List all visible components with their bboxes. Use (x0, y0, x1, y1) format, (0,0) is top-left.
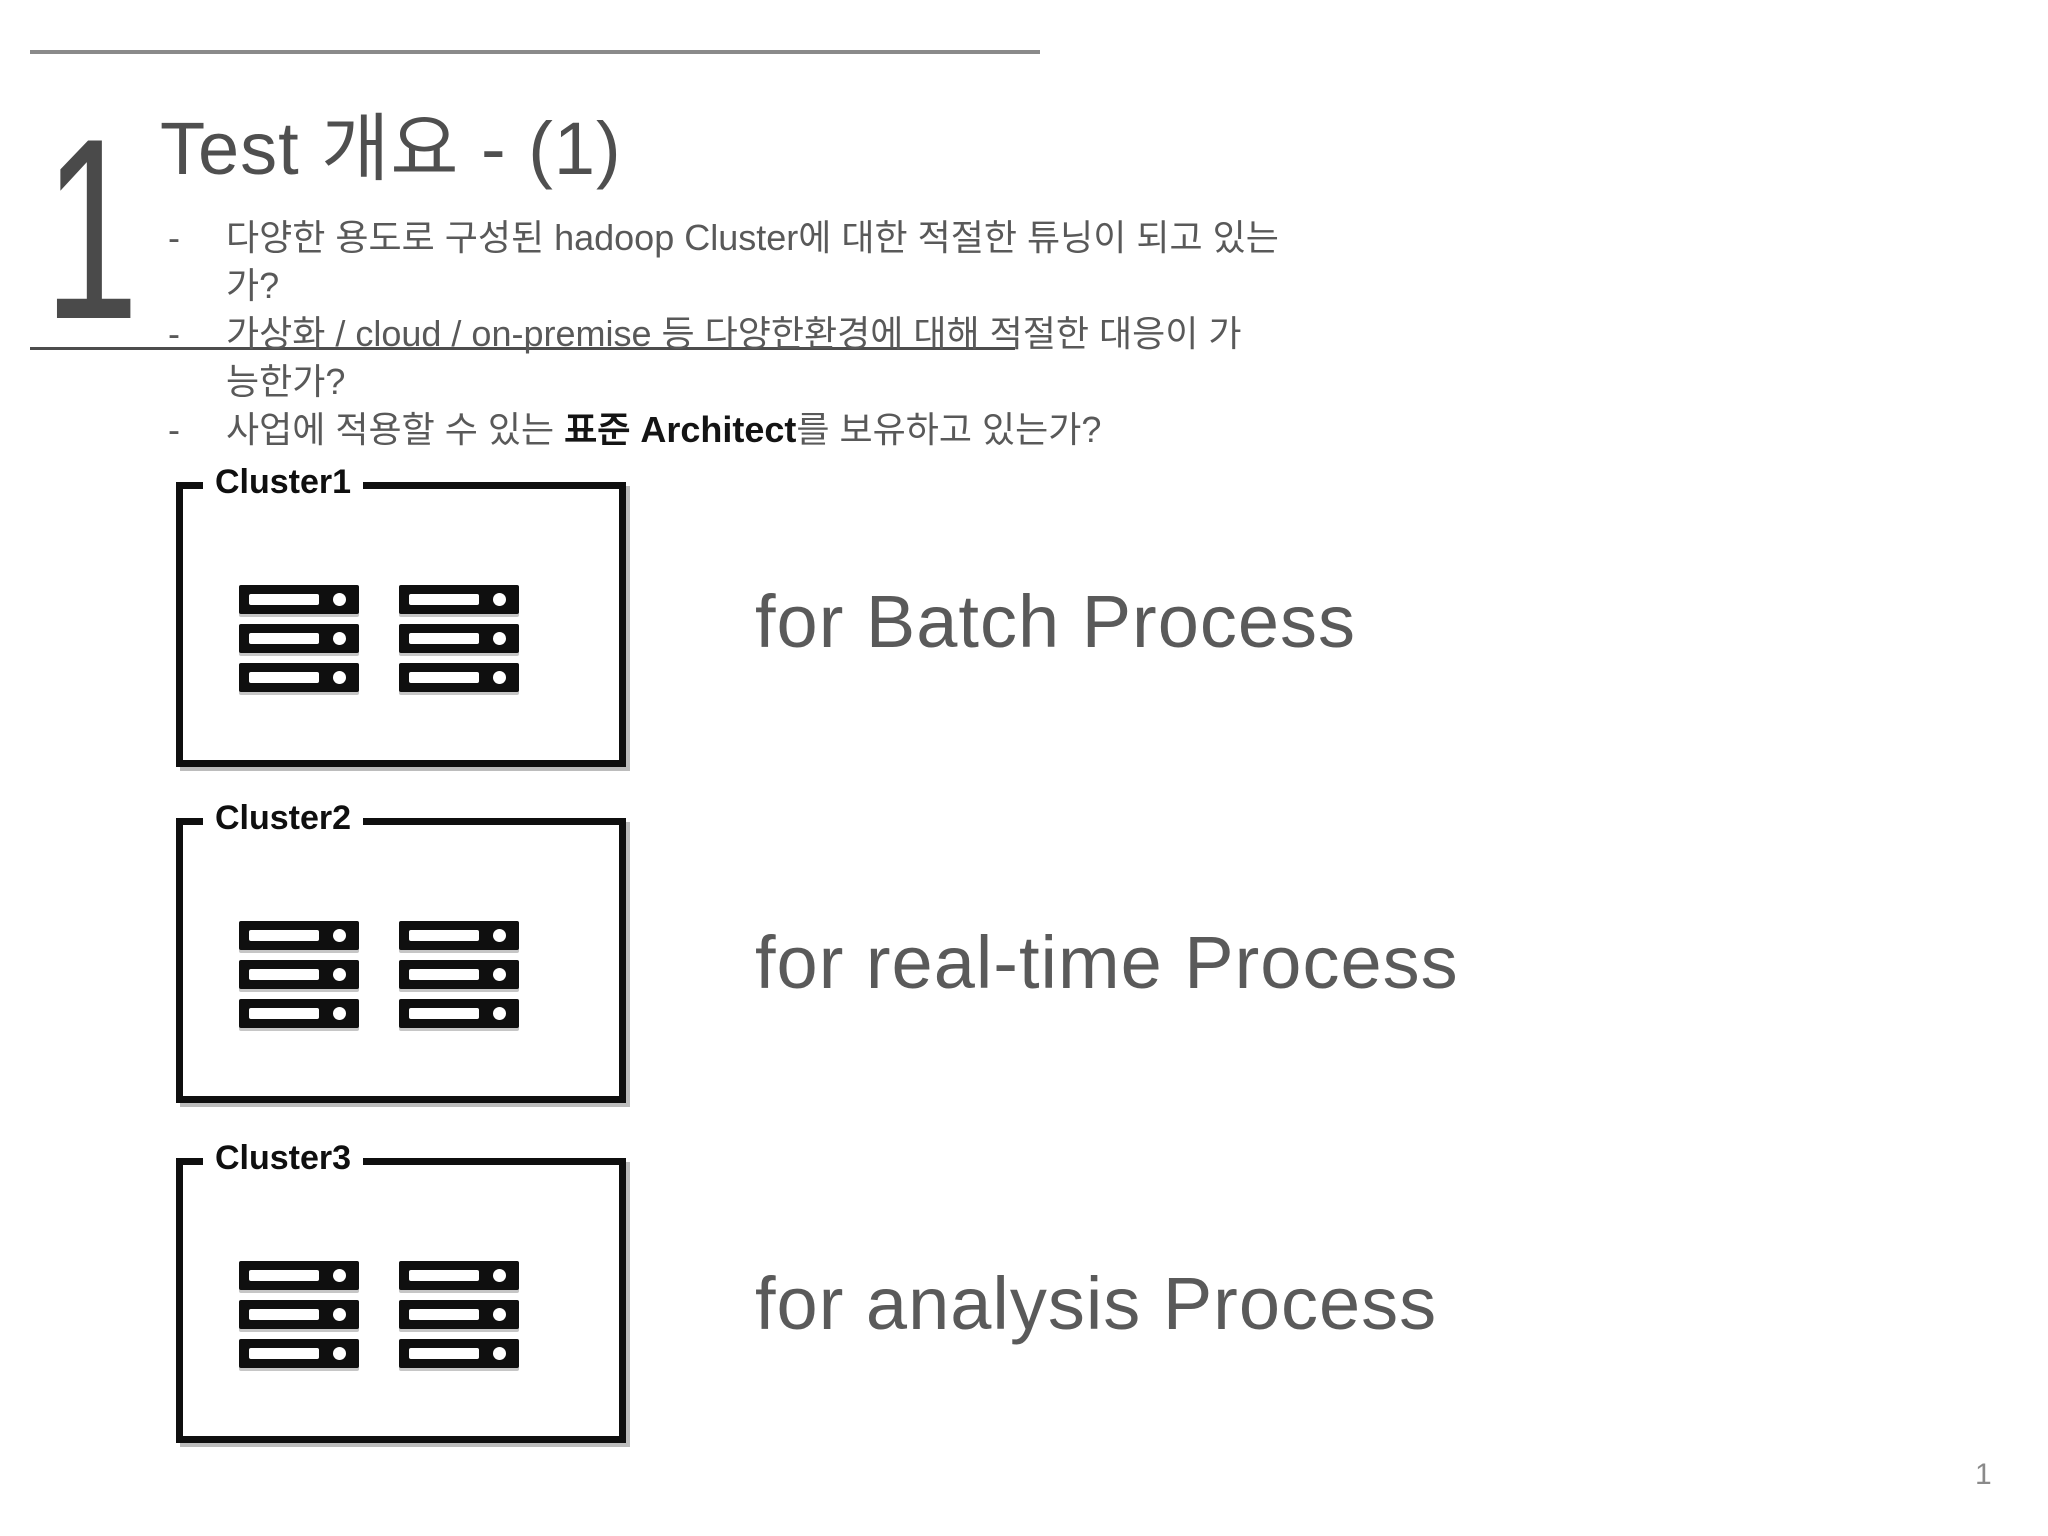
server-icon (399, 585, 519, 614)
server-icon (239, 624, 359, 653)
server-icon (239, 663, 359, 692)
bullet-line: 가? (226, 265, 280, 306)
bullet-marker: - (168, 217, 180, 258)
bullet-list: - 다양한 용도로 구성된 hadoop Cluster에 대한 적절한 튜닝이… (168, 214, 1279, 454)
server-column (399, 1261, 519, 1368)
process-label-analysis: for analysis Process (755, 1262, 1438, 1345)
bullet-text: 가상화 / cloud / on-premise 등 다양한환경에 대해 적절한… (226, 310, 1241, 406)
server-icon (239, 1339, 359, 1368)
server-column (239, 1261, 359, 1368)
bullet-segment: 를 보유하고 있는가? (796, 409, 1102, 450)
server-column (399, 585, 519, 692)
section-number: 1 (44, 84, 139, 373)
server-icon (399, 921, 519, 950)
server-icon (399, 663, 519, 692)
cluster2-box: Cluster2 (176, 799, 626, 1103)
cluster1-servers (239, 585, 519, 692)
server-icon (399, 1339, 519, 1368)
page-number: 1 (1975, 1458, 1992, 1491)
server-icon (399, 999, 519, 1028)
server-icon (239, 585, 359, 614)
header-rule (30, 50, 1040, 54)
server-icon (239, 1261, 359, 1290)
server-icon (399, 624, 519, 653)
server-icon (399, 1261, 519, 1290)
cluster2-servers (239, 921, 519, 1028)
server-icon (239, 999, 359, 1028)
cluster3-box: Cluster3 (176, 1139, 626, 1443)
cluster1-box: Cluster1 (176, 463, 626, 767)
cluster3-servers (239, 1261, 519, 1368)
server-column (239, 585, 359, 692)
mid-rule (30, 347, 1015, 350)
server-icon (239, 921, 359, 950)
bullet-segment-bold: 표준 Architect (564, 409, 797, 450)
bullet-segment: 사업에 적용할 수 있는 (226, 409, 565, 450)
cluster1-label: Cluster1 (203, 463, 364, 502)
server-icon (399, 960, 519, 989)
server-column (399, 921, 519, 1028)
bullet-line: 다양한 용도로 구성된 hadoop Cluster에 대한 적절한 튜닝이 되… (226, 217, 1279, 258)
process-label-batch: for Batch Process (755, 580, 1357, 663)
bullet-text: 사업에 적용할 수 있는 표준 Architect를 보유하고 있는가? (226, 406, 1101, 454)
server-column (239, 921, 359, 1028)
page-title: Test 개요 - (1) (160, 107, 622, 190)
bullet-item-2: - 가상화 / cloud / on-premise 등 다양한환경에 대해 적… (168, 310, 1279, 406)
bullet-marker: - (168, 313, 180, 354)
bullet-line: 능한가? (226, 361, 346, 402)
bullet-item-3: - 사업에 적용할 수 있는 표준 Architect를 보유하고 있는가? (168, 406, 1279, 454)
bullet-item-1: - 다양한 용도로 구성된 hadoop Cluster에 대한 적절한 튜닝이… (168, 214, 1279, 310)
server-icon (399, 1300, 519, 1329)
cluster2-label: Cluster2 (203, 799, 364, 838)
bullet-text: 다양한 용도로 구성된 hadoop Cluster에 대한 적절한 튜닝이 되… (226, 214, 1279, 310)
bullet-marker: - (168, 409, 180, 450)
cluster3-label: Cluster3 (203, 1139, 364, 1178)
bullet-line: 사업에 적용할 수 있는 표준 Architect를 보유하고 있는가? (226, 406, 1101, 454)
bullet-line: 가상화 / cloud / on-premise 등 다양한환경에 대해 적절한… (226, 313, 1242, 354)
server-icon (239, 960, 359, 989)
server-icon (239, 1300, 359, 1329)
process-label-realtime: for real-time Process (755, 921, 1459, 1004)
